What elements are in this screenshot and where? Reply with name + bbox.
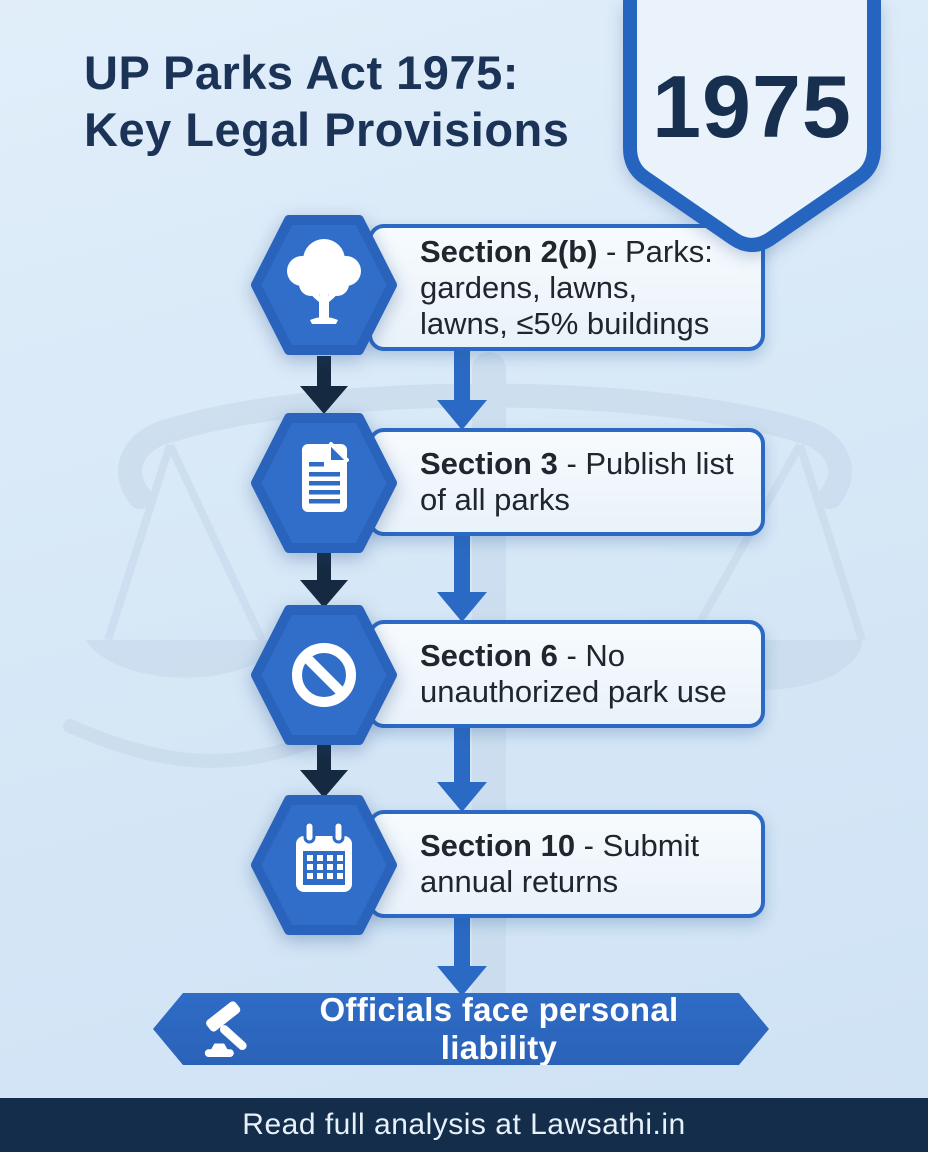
step-box-section-6: Section 6 - No unauthorized park use (368, 620, 765, 728)
flow-arrow-dark-3 (300, 744, 348, 798)
step-description: - Publish list (557, 446, 734, 481)
step-description: - Submit (575, 828, 700, 863)
title-line-2: Key Legal Provisions (84, 103, 570, 156)
banner-label: Officials face personal liability (319, 991, 679, 1066)
step-description-line2: gardens, lawns, (420, 269, 638, 305)
hexagon-step-2 (250, 410, 398, 556)
badge-year-text: 1975 (652, 57, 852, 156)
step-description-line2: annual returns (420, 864, 619, 899)
hexagon-step-1 (250, 212, 398, 358)
step-section-label: Section 3 (420, 446, 558, 481)
step-description-line3: lawns, ≤5% buildings (420, 305, 710, 341)
gavel-icon (197, 1000, 259, 1058)
footer-bar: Read full analysis at Lawsathi.in (0, 1098, 928, 1152)
flow-arrow-dark-1 (300, 356, 348, 414)
hexagon-step-3 (250, 602, 398, 748)
step-description: - No (557, 638, 626, 673)
page-title: UP Parks Act 1975:Key Legal Provisions (84, 44, 569, 158)
step-box-section-3: Section 3 - Publish list of all parks (368, 428, 765, 536)
step-description-line2: unauthorized park use (420, 674, 727, 709)
no-entry-icon (292, 643, 356, 707)
step-section-label: Section 2(b) (420, 233, 598, 269)
step-box-section-10: Section 10 - Submit annual returns (368, 810, 765, 918)
flow-arrow-blue-1 (437, 348, 487, 430)
badge-shield-shape (623, 0, 881, 252)
step-description-line2: of all parks (420, 482, 570, 517)
document-icon (302, 442, 349, 512)
flow-arrow-blue-4 (437, 916, 487, 996)
flow-arrow-blue-2 (437, 534, 487, 622)
step-description: - Parks: (597, 233, 713, 269)
hexagon-step-4 (250, 792, 398, 938)
step-text-line1: Section 3 - Publish list (420, 446, 747, 482)
step-text-line1: Section 6 - No (420, 638, 747, 674)
flow-arrow-blue-3 (437, 726, 487, 812)
flow-arrow-dark-2 (300, 552, 348, 608)
year-badge: 1975 (620, 0, 884, 254)
step-section-label: Section 6 (420, 638, 558, 673)
step-text-line1: Section 2(b) - Parks: (420, 234, 747, 270)
footer-label: Read full analysis at Lawsathi.in (242, 1108, 686, 1141)
tree-icon (287, 239, 361, 324)
step-text-line1: Section 10 - Submit (420, 828, 747, 864)
step-box-section-2b: Section 2(b) - Parks: gardens, lawns, la… (368, 224, 765, 351)
step-section-label: Section 10 (420, 828, 576, 863)
title-line-1: UP Parks Act 1975: (84, 46, 519, 99)
calendar-icon (296, 820, 352, 892)
liability-banner: Officials face personal liability (153, 993, 769, 1065)
